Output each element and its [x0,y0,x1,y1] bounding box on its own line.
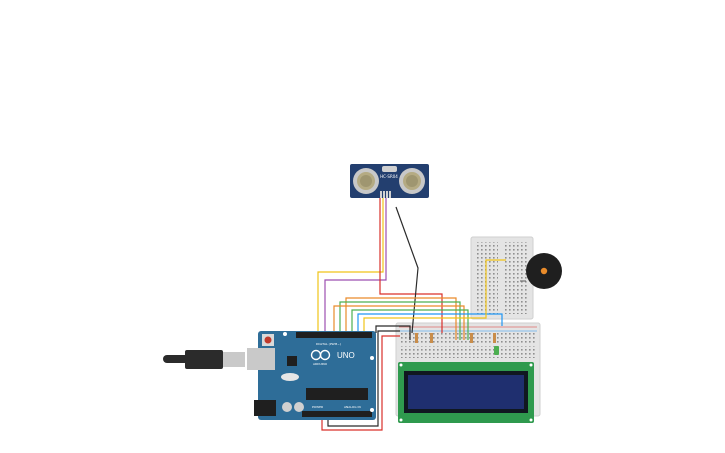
wire-yellow-trig [317,197,384,333]
wire-black-2 [375,325,411,340]
digital-header-label: DIGITAL (PWM~) [316,342,341,346]
board-name: UNO [337,351,355,360]
wire-red-vcc [379,197,443,333]
sensor-label: HC-SR04 [380,174,398,179]
analog-header-label: ANALOG IN [344,405,361,409]
wire-blue [357,313,503,333]
wire-yellow-2 [363,259,506,333]
wire-purple-echo [324,197,387,333]
piezo-buzzer[interactable] [526,253,562,289]
wire-orange-2 [333,305,465,340]
usb-cable [163,350,245,369]
power-header-label: POWER [312,405,323,409]
arduino-logo-icon [310,349,331,361]
lcd-display[interactable] [398,362,534,423]
wire-black-gnd [395,206,419,334]
ultrasonic-sensor[interactable]: HC-SR04 [350,164,429,198]
wire-green-1 [339,301,461,340]
board-brand: ARDUINO [313,362,328,366]
wire-red-power [321,335,400,431]
wires [317,197,526,431]
arduino-uno[interactable]: UNO ARDUINO DIGITAL (PWM~) POWER ANALOG … [247,331,376,420]
small-breadboard[interactable] [470,236,534,320]
wire-green-2 [351,309,469,340]
wire-orange-1 [345,297,457,340]
resistors[interactable] [415,333,496,343]
led[interactable] [494,346,499,355]
wire-black-power [327,330,400,427]
